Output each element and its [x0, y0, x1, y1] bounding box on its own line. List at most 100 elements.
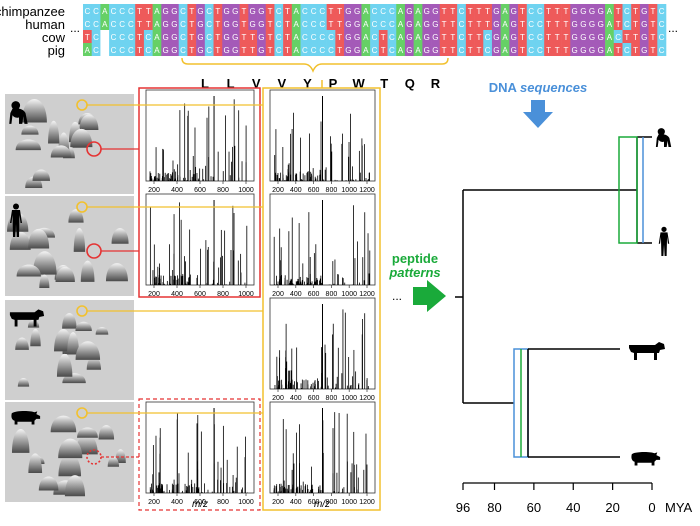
- alignment-cell: [135, 17, 145, 30]
- nucleotide-letter: T: [563, 7, 568, 16]
- alignment-cell: [396, 17, 406, 30]
- alignment-cell: [239, 4, 249, 17]
- alignment-cell: [196, 4, 206, 17]
- nucleotide-letter: A: [502, 33, 508, 42]
- nucleotide-letter: A: [415, 33, 421, 42]
- alignment-cell: [326, 30, 336, 43]
- nucleotide-letter: T: [476, 7, 481, 16]
- nucleotide-letter: -: [103, 33, 106, 42]
- alignment-cell: [509, 30, 519, 43]
- nucleotide-letter: G: [589, 33, 595, 42]
- nucleotide-letter: T: [546, 20, 551, 29]
- alignment-cell: [613, 30, 623, 43]
- alignment-cell: [344, 30, 354, 43]
- spectrum-tick-label: 400: [290, 291, 302, 298]
- alignment-cell: [552, 43, 562, 56]
- alignment-cell: [448, 17, 458, 30]
- nucleotide-letter: G: [258, 20, 264, 29]
- alignment-cell: [126, 17, 136, 30]
- alignment-cell: [605, 30, 615, 43]
- spectrum-tick-label: 800: [217, 499, 229, 506]
- alignment-cell: [143, 30, 153, 43]
- nucleotide-letter: C: [389, 46, 395, 55]
- alignment-cell: [552, 30, 562, 43]
- nucleotide-letter: C: [624, 46, 630, 55]
- leaf-cow-icon: [629, 342, 665, 360]
- alignment-cell: [109, 17, 119, 30]
- nucleotide-letter: C: [659, 7, 665, 16]
- spectrum-tick-label: 1200: [359, 291, 375, 298]
- alignment-cell: [431, 4, 441, 17]
- nucleotide-letter: C: [206, 33, 212, 42]
- nucleotide-letter: C: [537, 20, 543, 29]
- alignment-cell: [578, 30, 588, 43]
- alignment-cell: [596, 30, 606, 43]
- peptide-spot: [68, 209, 84, 223]
- alignment-cell: [483, 30, 493, 43]
- nucleotide-letter: C: [528, 7, 534, 16]
- nucleotide-letter: C: [111, 20, 117, 29]
- alignment-cell: [344, 17, 354, 30]
- nucleotide-letter: C: [128, 46, 134, 55]
- alignment-cell: [100, 4, 110, 17]
- alignment-cell: [535, 43, 545, 56]
- nucleotide-letter: A: [363, 7, 369, 16]
- species-panels: [5, 94, 134, 502]
- nucleotide-letter: C: [372, 33, 378, 42]
- alignment-cell: [274, 4, 284, 17]
- codon-brace: [181, 57, 449, 73]
- spectrum-tick-label: 600: [194, 291, 206, 298]
- alignment-cell: [578, 17, 588, 30]
- nucleotide-letter: C: [319, 20, 325, 29]
- nucleotide-letter: A: [294, 7, 300, 16]
- nucleotide-letter: C: [459, 7, 465, 16]
- alignment-cell: [152, 30, 162, 43]
- nucleotide-letter: T: [442, 7, 447, 16]
- nucleotide-letter: G: [250, 7, 256, 16]
- nucleotide-letter: T: [285, 33, 290, 42]
- alignment-cell: [526, 4, 536, 17]
- nucleotide-letter: C: [624, 20, 630, 29]
- nucleotide-letter: A: [85, 46, 91, 55]
- nucleotide-letter: T: [285, 20, 290, 29]
- alignment-cell: [622, 30, 632, 43]
- spectrum-axes: [145, 193, 255, 286]
- peptide-spot: [38, 476, 59, 491]
- alignment-cell: [161, 43, 171, 56]
- nucleotide-letter: G: [598, 46, 604, 55]
- alignment-cell: [135, 43, 145, 56]
- red-dashed-spectrum-frame: [138, 398, 261, 511]
- alignment-cell: [422, 43, 432, 56]
- nucleotide-letter: T: [268, 7, 273, 16]
- alignment-cell: [265, 43, 275, 56]
- axis-tick-label: 40: [566, 500, 580, 515]
- green-primate-estimate: [618, 136, 638, 244]
- alignment-cell: [631, 43, 641, 56]
- nucleotide-letter: A: [415, 20, 421, 29]
- nucleotide-letter: G: [572, 33, 578, 42]
- spectrum-tick-label: 1200: [359, 499, 375, 506]
- leaf-human-icon: [658, 226, 670, 256]
- alignment-cell: [300, 30, 310, 43]
- alignment-cell: [265, 17, 275, 30]
- alignment-cell: [117, 30, 127, 43]
- mz-label-red: m/z: [192, 499, 208, 510]
- nucleotide-letter: G: [354, 46, 360, 55]
- alignment-cell: [265, 4, 275, 17]
- nucleotide-letter: C: [459, 20, 465, 29]
- nucleotide-letter: G: [197, 7, 203, 16]
- alignment-cell: [100, 43, 110, 56]
- nucleotide-letter: G: [424, 33, 430, 42]
- nucleotide-letter: G: [171, 20, 177, 29]
- nucleotide-letter: C: [311, 7, 317, 16]
- alignment-cell: [561, 17, 571, 30]
- alignment-cell: [291, 43, 301, 56]
- nucleotide-letter: T: [146, 7, 151, 16]
- alignment-cell: [283, 17, 293, 30]
- alignment-cell: [187, 4, 197, 17]
- nucleotide-letter: A: [154, 33, 160, 42]
- nucleotide-letter: T: [555, 7, 560, 16]
